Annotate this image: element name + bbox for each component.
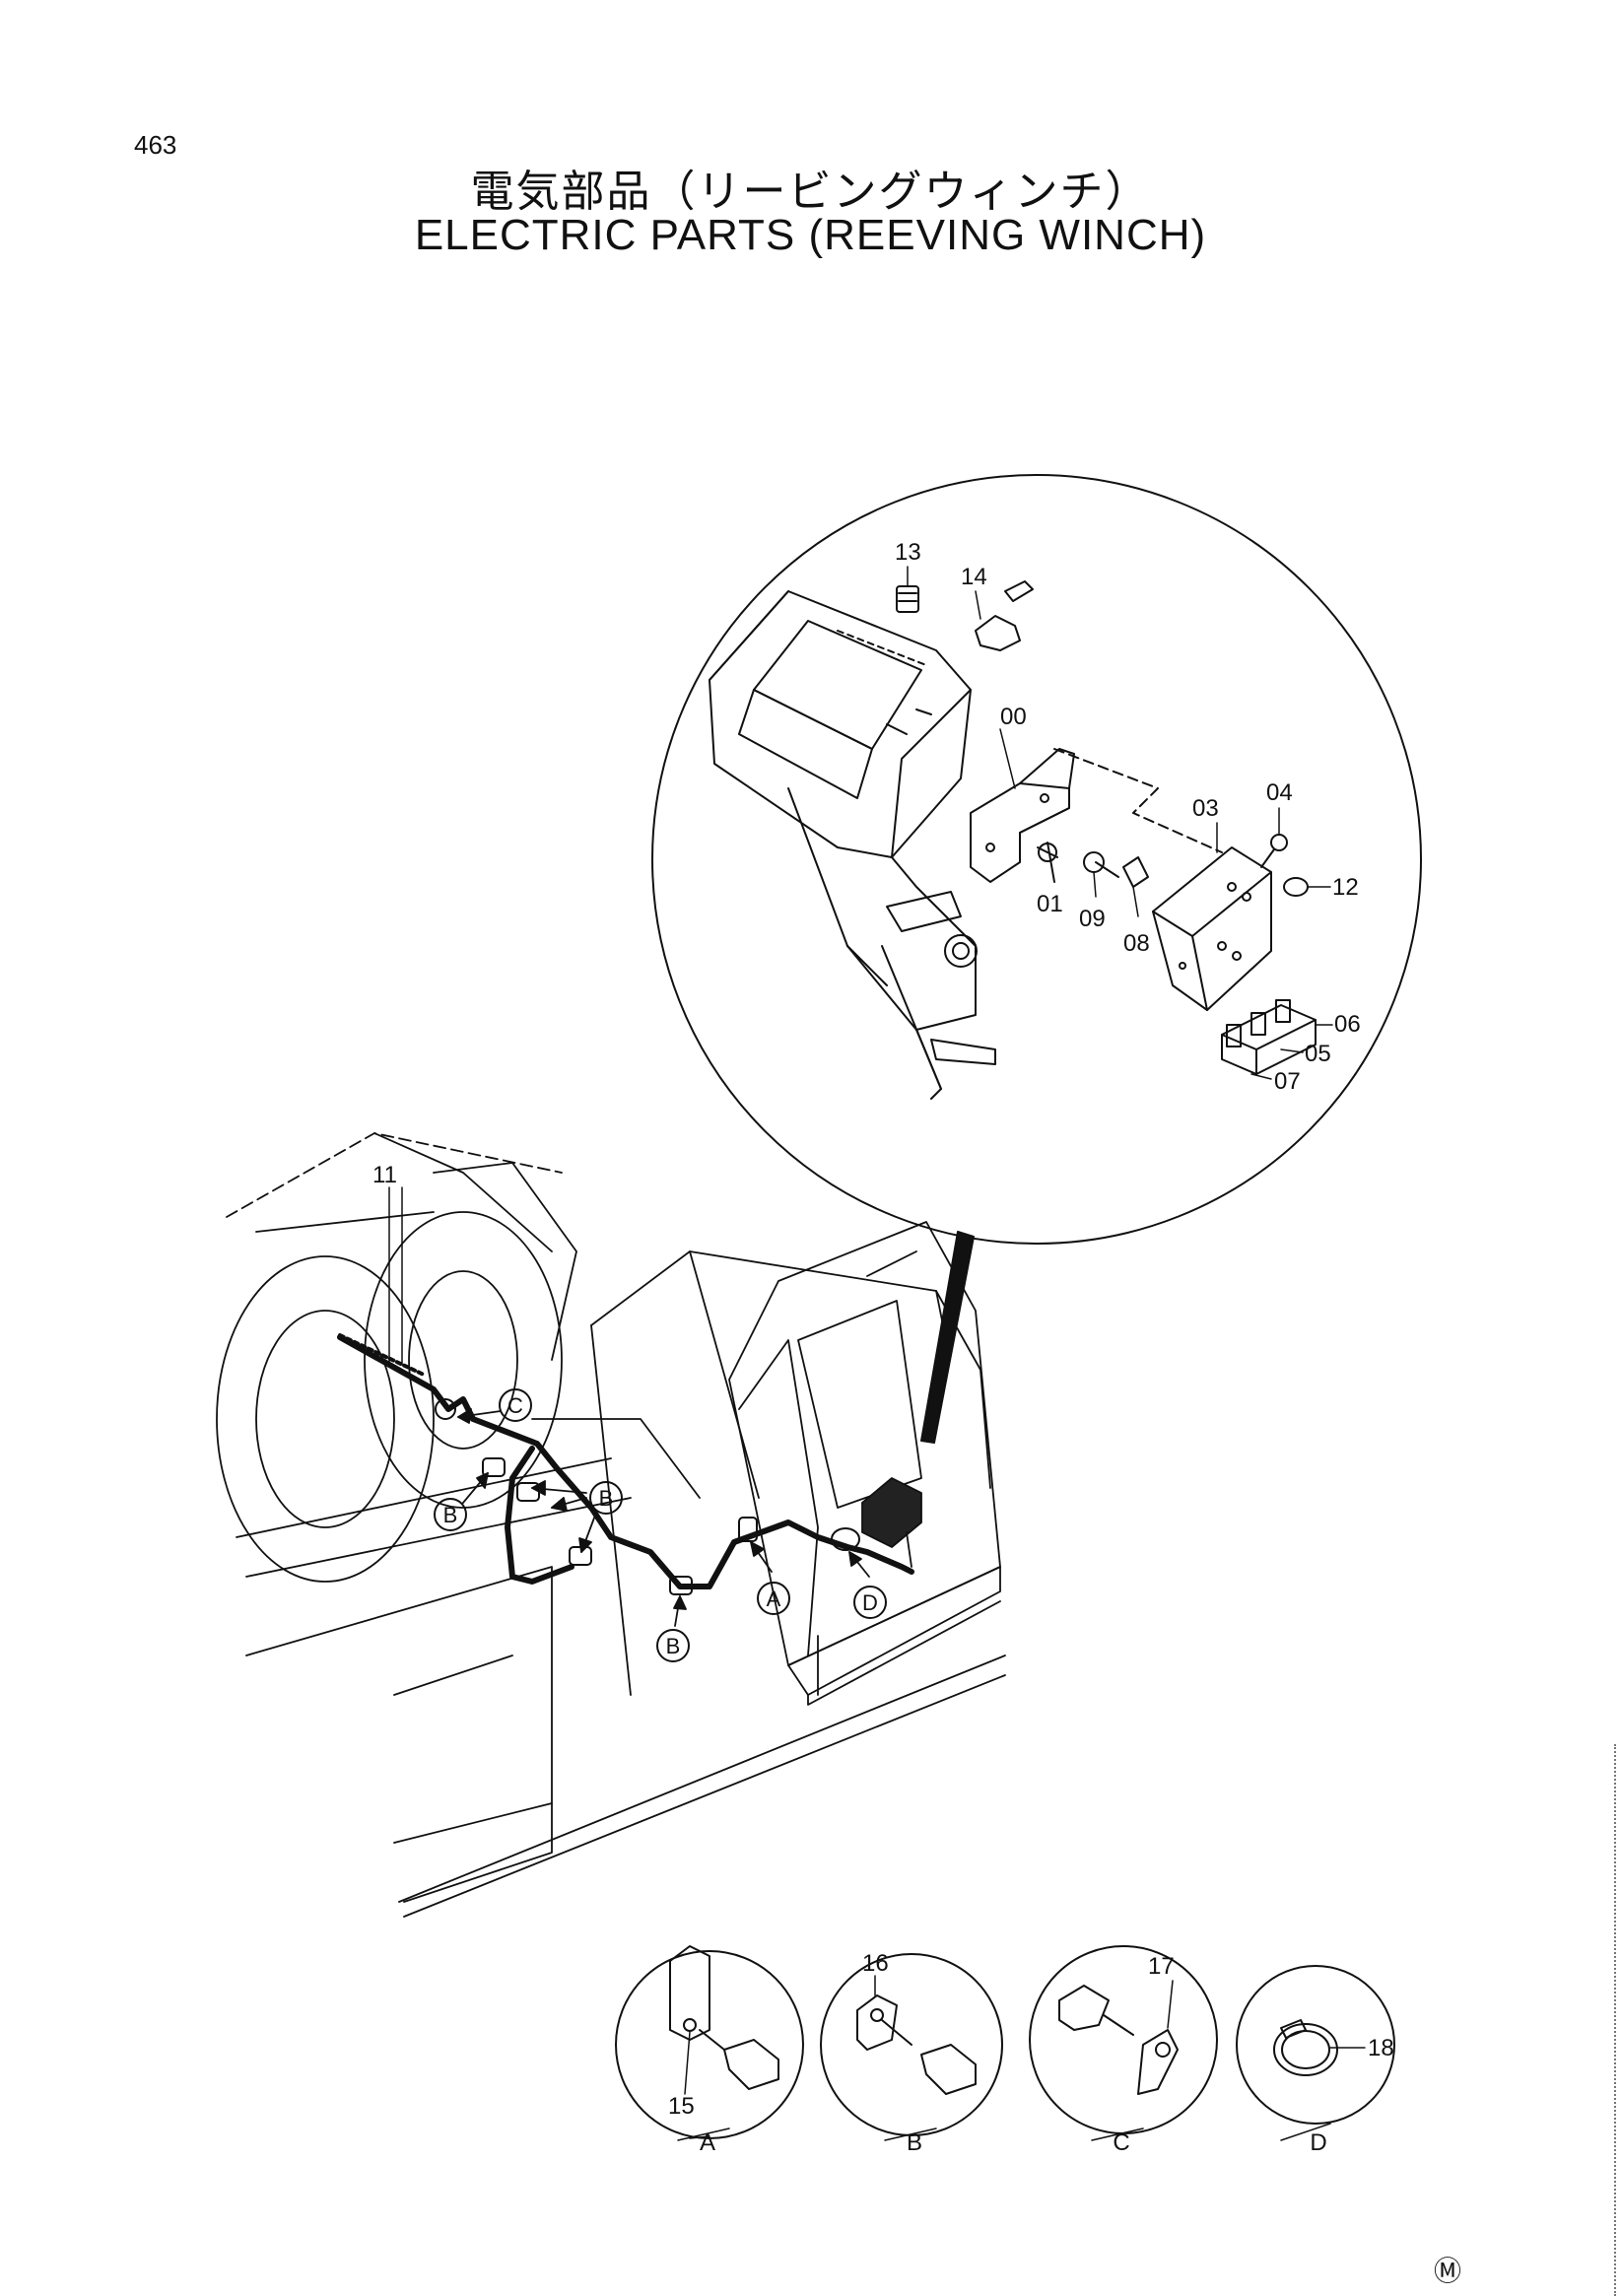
title-english: ELECTRIC PARTS (REEVING WINCH) xyxy=(414,211,1207,259)
section-letters: A B C D xyxy=(700,2129,1327,2156)
leader-dashed xyxy=(1053,748,1223,853)
detail-circle-a xyxy=(615,1945,804,2139)
bubble-a xyxy=(757,1582,790,1615)
callout-13: 13 xyxy=(895,539,921,566)
clip-part-08 xyxy=(1122,856,1149,917)
scan-edge-line xyxy=(1614,1744,1618,2296)
cable-harness xyxy=(337,1334,914,1589)
page-number: 463 xyxy=(134,130,177,160)
callout-09: 09 xyxy=(1079,906,1106,932)
detail-circle-d xyxy=(1236,1965,1395,2125)
detail-circle-c xyxy=(1029,1945,1218,2134)
switch-set-parts-05-06-07 xyxy=(1221,999,1333,1080)
mounting-arm xyxy=(787,787,996,1100)
ref-letter-d: D xyxy=(862,1590,878,1615)
ref-letter-b-3: B xyxy=(666,1634,681,1658)
screw-part-01 xyxy=(1037,842,1058,883)
clamp-part-12 xyxy=(1283,877,1331,897)
cable-part-11 xyxy=(338,1333,426,1377)
section-letter-leaders xyxy=(677,2123,1331,2141)
section-label-d: D xyxy=(1310,2129,1326,2156)
callout-00: 00 xyxy=(1000,704,1027,730)
callout-14: 14 xyxy=(961,564,987,590)
section-label-c: C xyxy=(1113,2129,1129,2156)
bubble-b-3 xyxy=(656,1629,690,1662)
manufacturer-mark: Ⓜ xyxy=(1433,2256,1461,2286)
callout-03: 03 xyxy=(1192,795,1219,822)
callout-01: 01 xyxy=(1037,891,1063,917)
callout-labels: 13 14 00 03 04 12 01 09 08 06 05 07 11 1… xyxy=(372,539,1394,2120)
bolt-part-09 xyxy=(1083,851,1119,898)
callout-18: 18 xyxy=(1368,2035,1394,2061)
harness-clamps xyxy=(435,1398,860,1595)
reference-letters: C B B B A D xyxy=(443,1393,878,1658)
cap-part-14 xyxy=(975,580,1034,651)
bubble-b-2 xyxy=(589,1481,623,1515)
ref-letter-b-2: B xyxy=(599,1486,614,1511)
callout-17: 17 xyxy=(1148,1953,1175,1980)
callout-12: 12 xyxy=(1332,874,1359,901)
callout-06: 06 xyxy=(1334,1011,1361,1038)
cable-branch xyxy=(505,1446,574,1585)
detail-pointer xyxy=(920,1231,975,1444)
detail-circle-b xyxy=(820,1953,1003,2136)
bubble-c xyxy=(499,1388,532,1422)
spring-part-13 xyxy=(896,566,919,613)
title-japanese: 電気部品（リービングウィンチ） xyxy=(470,167,1151,217)
ref-letter-c: C xyxy=(507,1393,523,1418)
detail-circle-main xyxy=(651,474,1422,1245)
ref-letter-b-1: B xyxy=(443,1503,458,1527)
leader-00 xyxy=(999,728,1016,789)
ref-letter-a: A xyxy=(767,1587,781,1611)
section-label-a: A xyxy=(700,2129,715,2156)
callout-05: 05 xyxy=(1305,1041,1331,1067)
callout-08: 08 xyxy=(1123,930,1150,957)
switch-box-part-03 xyxy=(1152,822,1272,1011)
callout-11: 11 xyxy=(372,1162,397,1188)
bubble-b-1 xyxy=(434,1498,467,1531)
callout-16: 16 xyxy=(862,1950,889,1977)
machine-body xyxy=(216,1132,1006,1918)
reference-arrows xyxy=(457,1408,870,1627)
callout-15: 15 xyxy=(668,2093,695,2120)
reference-bubbles xyxy=(434,1388,887,1662)
monitor-unit xyxy=(709,590,972,858)
callout-04: 04 xyxy=(1266,779,1293,806)
bolt-part-04 xyxy=(1260,807,1288,868)
section-label-b: B xyxy=(907,2129,922,2156)
bracket-part-00 xyxy=(970,748,1075,883)
callout-07: 07 xyxy=(1274,1068,1301,1095)
bubble-d xyxy=(853,1586,887,1619)
